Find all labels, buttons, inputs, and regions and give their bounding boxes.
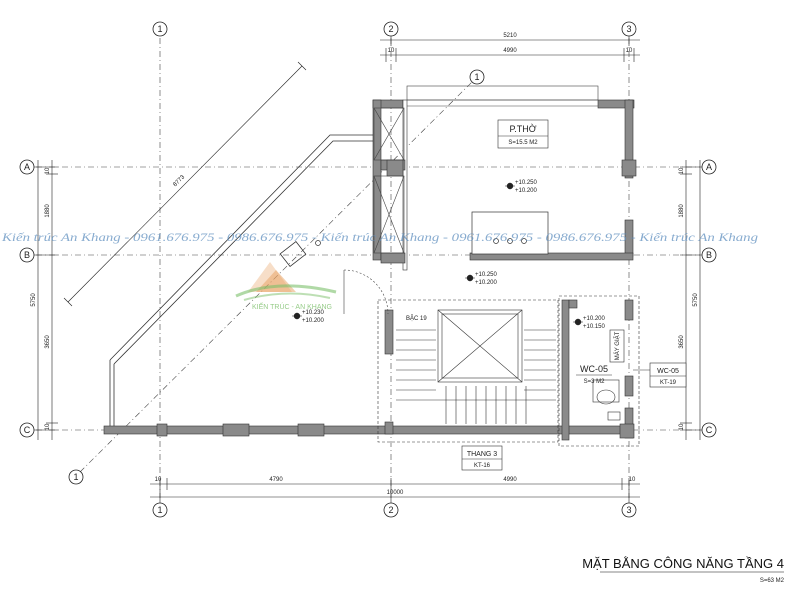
wc-fixtures <box>558 295 640 447</box>
hvac-unit <box>279 240 307 268</box>
top-window <box>406 85 599 107</box>
dim-right-upper: 1880 <box>679 204 685 218</box>
dim-top-inner: 4990 <box>503 48 517 54</box>
dim-right-top-end: 10 <box>679 167 685 174</box>
stair-steps-label: BẬC 19 <box>406 315 427 322</box>
dim-right-total: 5750 <box>693 293 699 307</box>
dimension-lines <box>32 34 706 503</box>
level-terrace-bottom: +10.200 <box>302 318 325 324</box>
terrace-outline <box>109 134 373 426</box>
altar-table <box>471 211 549 255</box>
drain-icon <box>315 240 321 246</box>
level-wc-top: +10.200 <box>583 316 606 322</box>
wc-room-name: WC-05 <box>580 364 608 374</box>
dim-bottom-right-end: 10 <box>629 477 636 483</box>
wc-tag-name: WC-05 <box>657 368 679 375</box>
axis-bottom-1: 1 <box>157 505 162 515</box>
dim-top-total: 5210 <box>503 33 517 39</box>
level-altar-bottom: +10.200 <box>515 188 538 194</box>
wc-tag-code: KT-19 <box>660 380 677 386</box>
heater-label: MÁY GIẶT <box>614 331 621 360</box>
dim-right-lower: 3650 <box>679 335 685 349</box>
watermark-text: Kiến trúc An Khang - 0961.676.975 - 0986… <box>1 230 758 244</box>
stair-tag-name: THANG 3 <box>467 451 497 458</box>
walls <box>103 99 637 441</box>
altar-room-area: S=15.5 M2 <box>508 140 538 146</box>
drawing-title: MẶT BẰNG CÔNG NĂNG TẦNG 4 <box>582 556 784 571</box>
altar-room-tag: P.THỜ S=15.5 M2 <box>497 119 549 149</box>
dim-top-left-end: 10 <box>388 48 395 54</box>
dim-left-top-end: 10 <box>45 167 51 174</box>
drawing-area: S=63 M2 <box>760 578 785 584</box>
level-labels: +10.250 +10.200 +10.250 +10.200 +10.230 … <box>302 180 606 330</box>
axis-top-3: 3 <box>626 24 631 34</box>
axis-top-2: 2 <box>388 24 393 34</box>
watermark-logo: KIẾN TRÚC - AN KHANG <box>235 262 337 311</box>
stair <box>377 299 559 443</box>
level-hall-top: +10.250 <box>475 272 498 278</box>
axis-right-a: A <box>706 162 712 172</box>
axis-bottom-3: 3 <box>626 505 631 515</box>
dim-bottom-total: 10000 <box>387 490 404 496</box>
axis-diagonal-top: 1 <box>474 72 479 82</box>
door-swing <box>343 269 389 315</box>
dim-left-lower: 3650 <box>45 335 51 349</box>
wc-tag: WC-05 KT-19 <box>633 362 687 388</box>
level-markers <box>292 182 583 326</box>
stair-tag: THANG 3 KT-16 <box>461 445 503 471</box>
dim-right-bottom-end: 10 <box>679 423 685 430</box>
wc-room-area: S=3 M2 <box>584 379 606 385</box>
dim-left-upper: 1880 <box>45 204 51 218</box>
axis-bottom-2: 2 <box>388 505 393 515</box>
dim-left-total: 5750 <box>31 293 37 307</box>
axis-right-b: B <box>706 250 712 260</box>
axis-top-1: 1 <box>157 24 162 34</box>
level-altar-top: +10.250 <box>515 180 538 186</box>
level-hall-bottom: +10.200 <box>475 280 498 286</box>
altar-room-name: P.THỜ <box>509 124 536 134</box>
level-wc-bottom: +10.150 <box>583 324 606 330</box>
axis-left-c: C <box>24 425 31 435</box>
dim-diagonal: 8773 <box>172 174 186 188</box>
level-terrace-top: +10.230 <box>302 310 325 316</box>
axis-diagonal-bottom: 1 <box>73 472 78 482</box>
side-windows <box>373 107 405 254</box>
stair-tag-code: KT-16 <box>474 463 491 469</box>
dimension-labels: 5210 4990 10 10 4790 4990 10000 10 10 18… <box>31 33 699 496</box>
axis-right-c: C <box>706 425 713 435</box>
dim-left-bottom-end: 10 <box>45 423 51 430</box>
watermark-logo-text: KIẾN TRÚC - AN KHANG <box>252 301 332 311</box>
axis-labels: 1 2 3 1 2 3 A B C A B C 1 1 <box>24 24 713 515</box>
axis-left-a: A <box>24 162 30 172</box>
dim-bottom-right-span: 4990 <box>503 477 517 483</box>
axis-left-b: B <box>24 250 30 260</box>
wc-room-label: WC-05 S=3 M2 <box>576 364 612 385</box>
dim-top-right-end: 10 <box>626 48 633 54</box>
dim-bottom-left-span: 4790 <box>269 477 283 483</box>
dim-bottom-left-end: 10 <box>155 477 162 483</box>
axis-bubbles <box>19 21 717 518</box>
